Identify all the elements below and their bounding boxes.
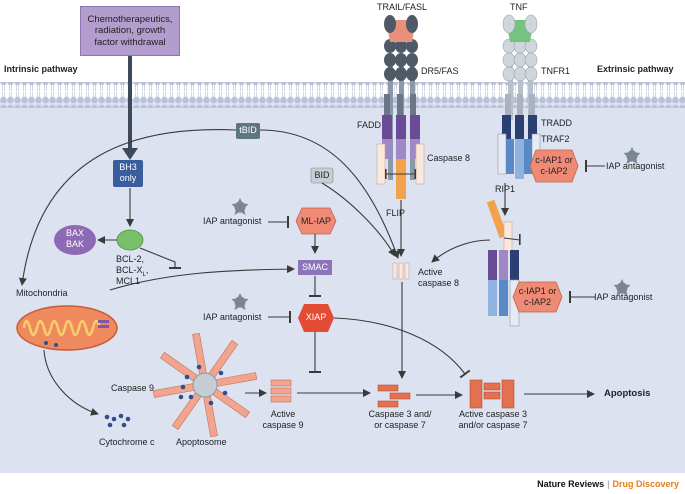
caspase37-line1: Caspase 3 and/ [368, 409, 432, 419]
mliap-hexagon [295, 207, 337, 235]
xiap-label: XIAP [305, 312, 327, 322]
bcl2-line3: MCL1 [116, 276, 141, 286]
bak-label: BAK [65, 239, 84, 249]
bh3-only-box [113, 160, 143, 187]
bcl2-text: BCL-X [116, 265, 143, 275]
footer-credit: Nature Reviews|Drug Discovery [537, 479, 679, 489]
caspase37-line2: or caspase 7 [374, 420, 426, 430]
iap-antagonist-label-mliap: IAP antagonist [203, 216, 262, 226]
active-caspase8-line1: Active [418, 267, 443, 277]
cell-membrane [0, 82, 685, 108]
active-caspase8-icon [392, 262, 410, 280]
iap-antagonist-label-ciap-bottom: IAP antagonist [594, 292, 653, 302]
trail-fasl-label: TRAIL/FASL [377, 2, 428, 12]
iap-antagonist-star-xiap [231, 293, 249, 310]
iap-antagonist-label-xiap: IAP antagonist [203, 312, 262, 322]
bid-label: BID [314, 170, 330, 180]
stimulus-arrowhead [122, 148, 138, 160]
tnf-label: TNF [510, 2, 528, 12]
rip1-complex [486, 199, 521, 327]
footer-journal: Nature Reviews [537, 479, 605, 489]
ciap-top-line2: c-IAP2 [540, 166, 568, 176]
bcl2-oval [116, 229, 144, 251]
tbid-label: tBID [239, 125, 257, 135]
caspase9-label: Caspase 9 [111, 383, 155, 393]
smac-box [298, 260, 332, 275]
ciap-top-hexagon [529, 149, 579, 183]
rip1-label: RIP1 [495, 184, 516, 194]
bh3-line2: only [119, 173, 137, 183]
mitochondrion [16, 305, 118, 351]
dr5-fas-label: DR5/FAS [421, 66, 459, 76]
caspase8-flip-complex [376, 143, 425, 199]
bcl2-subscript: L [142, 271, 146, 278]
stimulus-line2: radiation, growth [94, 25, 166, 37]
cytochrome-c-label: Cytochrome c [99, 437, 155, 447]
pathway-connectors [18, 129, 605, 416]
tnf-tnfr1-receptor [502, 14, 538, 120]
xiap-hexagon [298, 304, 334, 332]
bcl2-comma: , [145, 265, 149, 275]
fadd-label: FADD [357, 120, 382, 130]
smac-label: SMAC [301, 262, 328, 272]
bax-bak-oval [54, 225, 96, 255]
extrinsic-pathway-label: Extrinsic pathway [597, 64, 674, 74]
traf2-label: TRAF2 [541, 134, 570, 144]
apoptosis-label: Apoptosis [604, 388, 651, 399]
caspase8-label: Caspase 8 [427, 153, 471, 163]
stimulus-box: Chemotherapeutics, radiation, growth fac… [80, 6, 180, 56]
bax-label: BAX [65, 228, 84, 238]
footer-section: Drug Discovery [612, 479, 679, 489]
active-caspase8-line2: caspase 8 [418, 278, 460, 288]
tbid-box [236, 123, 260, 139]
active-caspase37-line2: and/or caspase 7 [458, 420, 528, 430]
apoptosome-label: Apoptosome [176, 437, 227, 447]
bcl2-line1: BCL-2, [116, 254, 145, 264]
ciap-top-line1: c-IAP1 or [535, 155, 573, 165]
footer-separator: | [607, 479, 610, 489]
fadd-complex [382, 115, 420, 159]
apoptosome [152, 332, 258, 438]
active-caspase9-icon [270, 379, 292, 403]
active-caspase9-line1: Active [270, 409, 296, 419]
intrinsic-pathway-label: Intrinsic pathway [4, 64, 78, 74]
iap-antagonist-star-ciap-top [623, 147, 641, 164]
iap-antagonist-label-ciap-top: IAP antagonist [606, 161, 665, 171]
bcl2-line2: BCL-XL, [116, 265, 148, 279]
ciap-bottom-line1: c-IAP1 or [518, 286, 557, 296]
stimulus-line3: factor withdrawal [94, 36, 166, 48]
mitochondria-label: Mitochondria [16, 288, 68, 298]
active-caspase37-line1: Active caspase 3 [458, 409, 528, 419]
iap-antagonist-star-mliap [231, 198, 249, 215]
mliap-label: ML-IAP [300, 216, 331, 226]
flip-label: FLIP [386, 208, 406, 218]
active-caspase37-icon [469, 379, 515, 409]
tradd-label: TRADD [541, 118, 572, 128]
cytoplasm-background [0, 100, 685, 473]
ciap-bottom-hexagon [512, 281, 563, 313]
bh3-line1: BH3 [119, 162, 137, 172]
caspase37-icon [377, 384, 411, 408]
stimulus-line1: Chemotherapeutics, [87, 13, 173, 25]
active-caspase9-line2: caspase 9 [262, 420, 304, 430]
ciap-bottom-line2: c-IAP2 [523, 297, 551, 307]
tnfr1-label: TNFR1 [541, 66, 570, 76]
iap-antagonist-star-ciap-bottom [613, 279, 631, 296]
cytochrome-c-dots [104, 413, 131, 428]
